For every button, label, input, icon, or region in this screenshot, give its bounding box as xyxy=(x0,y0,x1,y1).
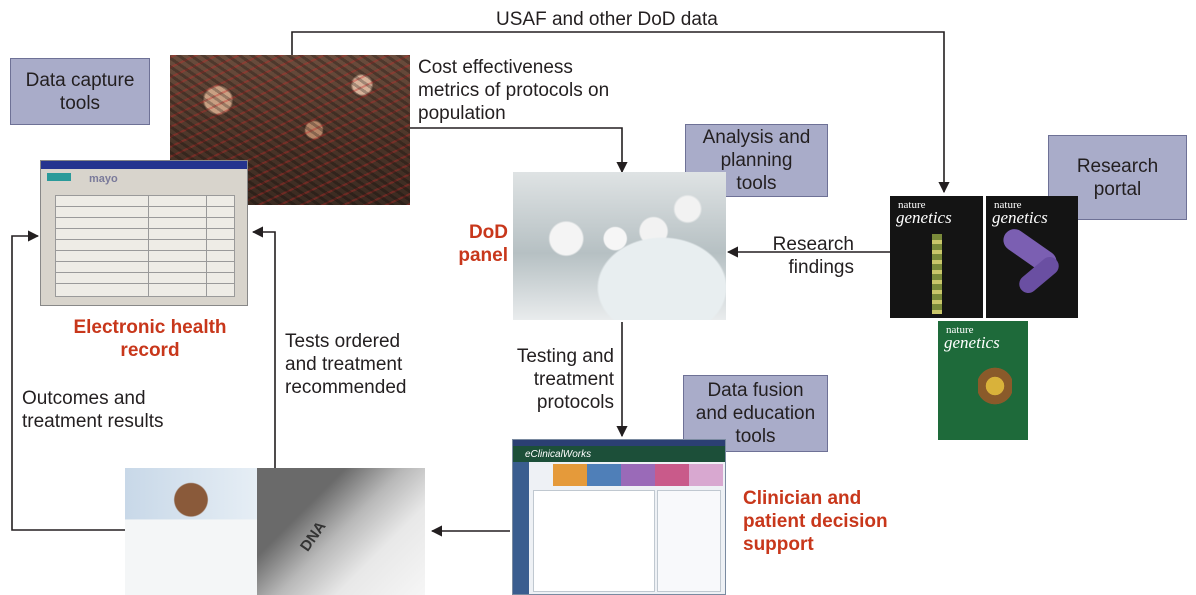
journal-cover-2-masthead-genetics: genetics xyxy=(992,208,1048,227)
ehr-medication-grid xyxy=(55,195,235,297)
ehr-window-screenshot: mayo xyxy=(40,160,248,306)
journal-cover-3-masthead-genetics: genetics xyxy=(944,333,1000,352)
decision-support-label: Clinician and patient decision support xyxy=(743,488,888,555)
emr-toolbar: eClinicalWorks xyxy=(513,446,725,462)
dna-vial-photo: DNA xyxy=(257,468,425,595)
emr-sidebar xyxy=(513,462,529,594)
emr-window-screenshot: eClinicalWorks xyxy=(512,439,726,595)
analysis-planning-tools-box: Analysis and planning tools xyxy=(685,124,828,197)
cost-effectiveness-label: Cost effectiveness metrics of protocols … xyxy=(418,57,610,124)
journal-cover-1-masthead-nature: nature xyxy=(898,199,926,211)
journal-cover-2: nature genetics xyxy=(986,196,1078,318)
outcomes-label: Outcomes and treatment results xyxy=(22,388,164,432)
journal-cover-1-masthead-genetics: genetics xyxy=(896,208,952,227)
top-feed-line xyxy=(291,31,950,194)
ehr-toolbar-icon xyxy=(47,173,71,181)
emr-orders-panel xyxy=(657,490,721,592)
outcomes-arrow xyxy=(11,230,125,531)
data-fusion-tools-label: Data fusion and education tools xyxy=(695,380,816,447)
tests-ordered-label: Tests ordered and treatment recommended xyxy=(285,331,407,398)
journal-cover-2-masthead-nature: nature xyxy=(994,199,1022,211)
ehr-label: Electronic health record xyxy=(73,317,227,361)
dna-strand-graphic xyxy=(932,234,942,314)
research-findings-label: Research findings xyxy=(772,234,854,278)
emr-menubar xyxy=(513,440,725,446)
dod-panel-photo xyxy=(513,172,726,320)
journal-cover-3: nature genetics xyxy=(938,321,1028,440)
emr-brand: eClinicalWorks xyxy=(525,448,592,460)
research-portal-label: Research portal xyxy=(1076,155,1159,200)
tests-ordered-arrow xyxy=(251,226,276,468)
journal-cover-3-masthead-nature: nature xyxy=(946,324,974,336)
research-portal-box: Research portal xyxy=(1048,135,1187,220)
emr-tab-strip xyxy=(553,464,723,486)
vial-label: DNA xyxy=(296,518,330,555)
ehr-window-titlebar xyxy=(41,161,247,169)
emr-notes-panel xyxy=(533,490,655,592)
analysis-planning-tools-label: Analysis and planning tools xyxy=(702,127,811,194)
top-feed-label: USAF and other DoD data xyxy=(496,9,718,30)
dod-panel-label: DoD panel xyxy=(458,222,508,266)
journal-cover-1: nature genetics xyxy=(890,196,983,318)
data-capture-tools-label: Data capture tools xyxy=(25,69,135,114)
cost-effectiveness-arrow xyxy=(410,127,628,174)
ehr-logo: mayo xyxy=(89,173,118,185)
cover-illustration xyxy=(978,361,1012,411)
testing-protocols-label: Testing and treatment protocols xyxy=(516,346,614,413)
clinician-photo xyxy=(125,468,257,595)
data-capture-tools-box: Data capture tools xyxy=(10,58,150,125)
